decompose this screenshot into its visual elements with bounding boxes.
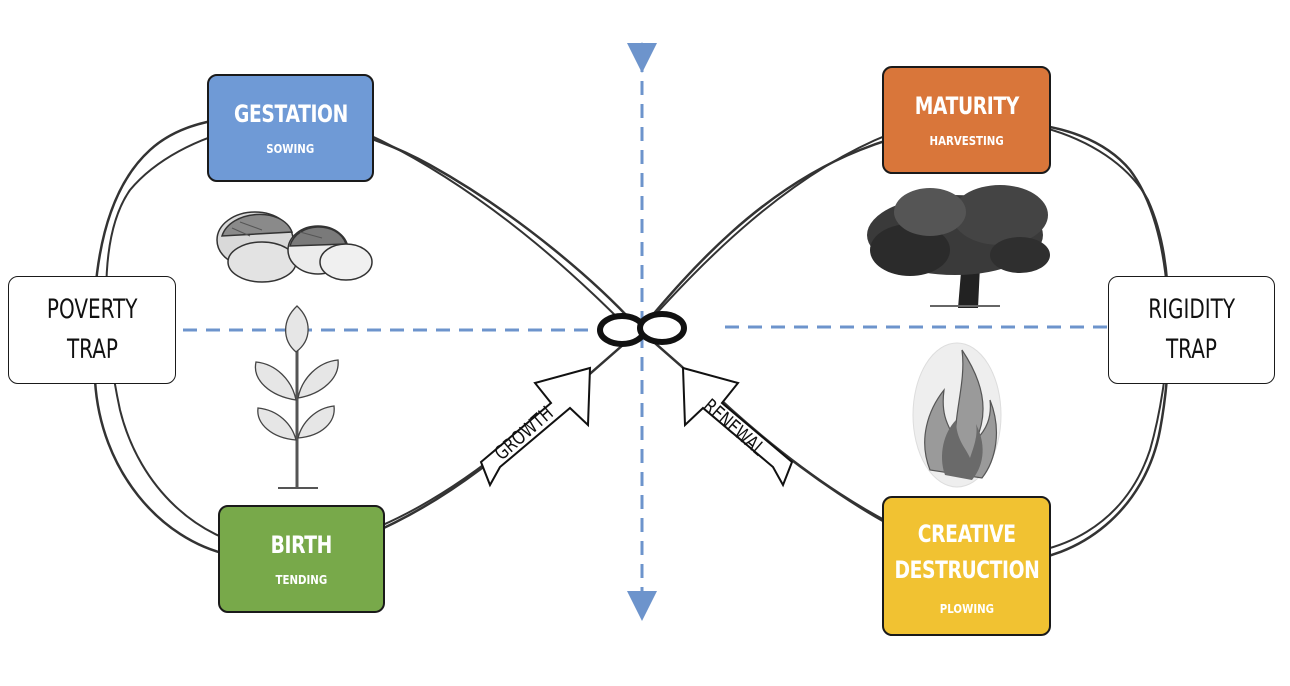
growth-arrow: GROWTH [479,366,592,488]
poverty-trap-line2: TRAP [66,334,118,365]
creative-destruction-stage-box: CREATIVE DESTRUCTION PLOWING [882,496,1051,636]
infinity-knot-icon [597,311,687,347]
gestation-stage-box: GESTATION SOWING [207,74,374,182]
oak-tree-illustration [867,185,1050,308]
vertical-axis-bottom-arrowhead [635,606,649,620]
vertical-axis-top-arrowhead [635,42,649,56]
creative-destruction-subtitle: PLOWING [939,602,994,616]
poverty-trap-line1: POVERTY [46,294,138,325]
creative-destruction-title-line2: DESTRUCTION [894,556,1039,584]
growth-arrow-label: GROWTH [491,403,558,466]
poverty-trap-box: POVERTY TRAP [8,276,176,384]
maturity-title: MATURITY [914,92,1019,120]
renewal-arrow: RENEWAL [681,366,794,488]
oak-sapling-illustration [254,305,339,489]
gestation-subtitle: SOWING [266,142,315,156]
renewal-arrow-label: RENEWAL [698,395,769,461]
rigidity-trap-box: RIGIDITY TRAP [1108,276,1275,384]
birth-stage-box: BIRTH TENDING [218,505,385,613]
maturity-stage-box: MATURITY HARVESTING [882,66,1051,174]
birth-subtitle: TENDING [275,573,328,587]
maturity-subtitle: HARVESTING [929,134,1004,148]
creative-destruction-title-line1: CREATIVE [917,520,1016,548]
flame-illustration [912,342,1002,488]
rigidity-trap-line2: TRAP [1165,334,1217,365]
gestation-title: GESTATION [233,100,348,128]
birth-title: BIRTH [270,531,333,559]
rigidity-trap-line1: RIGIDITY [1148,294,1235,325]
acorns-illustration [216,211,373,283]
